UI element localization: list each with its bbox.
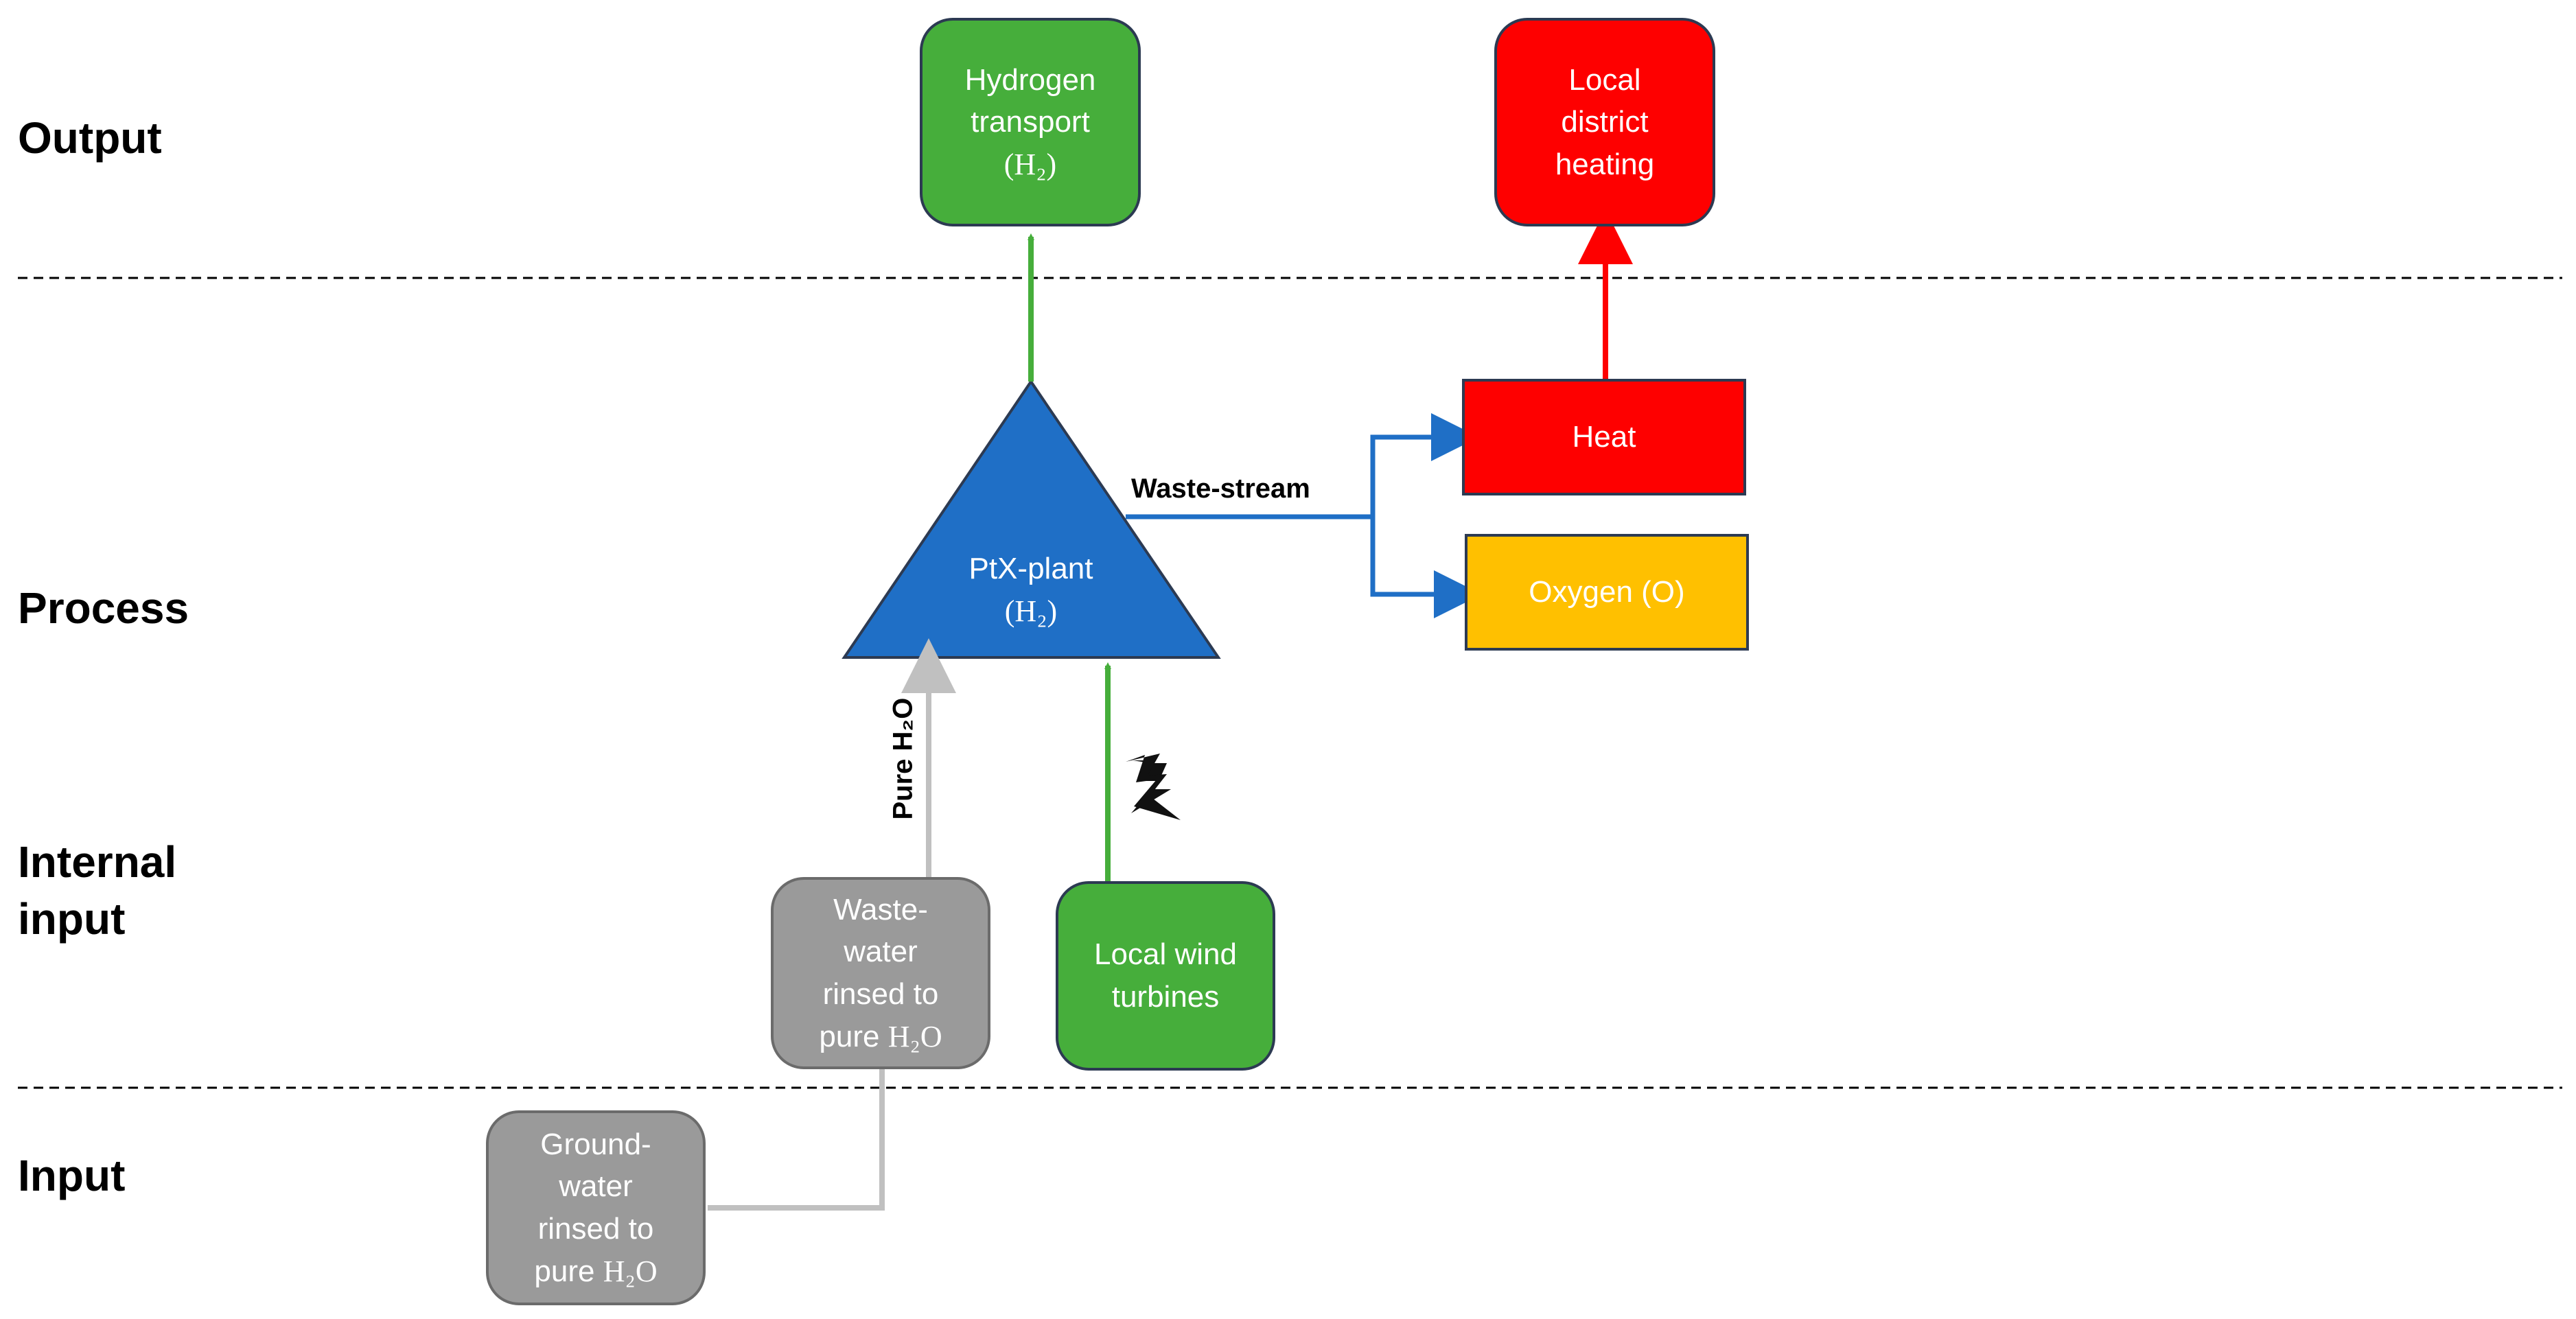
flow-line-ground-water — [708, 1068, 885, 1211]
ground-water-formula: H₂O — [603, 1254, 658, 1288]
oxygen-box: Oxygen (O) — [1465, 534, 1749, 651]
ptx-plant-label: PtX-plant — [968, 552, 1093, 586]
waste-water-label: Waste- water rinsed to pure — [819, 892, 939, 1053]
pure-water-label: Pure H₂O — [887, 697, 918, 820]
district-heating-box: Local district heating — [1494, 18, 1715, 226]
waste-water-box: Waste- water rinsed to pure H₂O — [771, 877, 990, 1069]
row-label-internal-input: Internal input — [18, 837, 177, 944]
flow-arrow-to-oxygen — [1370, 517, 1482, 618]
wind-turbines-label: Local wind turbines — [1094, 937, 1237, 1014]
heat-label: Heat — [1572, 420, 1636, 454]
ground-water-label: Ground- water rinsed to pure — [534, 1127, 654, 1288]
oxygen-label: Oxygen (O) — [1529, 575, 1685, 609]
lightning-bolt-icon — [1126, 754, 1181, 820]
row-label-output: Output — [18, 113, 162, 163]
wind-turbines-box: Local wind turbines — [1056, 881, 1275, 1071]
waste-stream-label: Waste-stream — [1131, 474, 1310, 504]
heat-box: Heat — [1462, 379, 1746, 495]
district-heating-label: Local district heating — [1555, 62, 1655, 181]
ptx-plant-label-group: PtX-plant (H₂) — [913, 535, 1149, 645]
ptx-plant-triangle — [842, 379, 1221, 659]
hydrogen-transport-formula: (H₂) — [1003, 147, 1057, 181]
hydrogen-transport-label: Hydrogen transport — [964, 62, 1096, 139]
ground-water-box: Ground- water rinsed to pure H₂O — [486, 1110, 706, 1305]
hydrogen-transport-box: Hydrogen transport (H₂) — [920, 18, 1141, 226]
row-label-input: Input — [18, 1151, 126, 1200]
row-label-process: Process — [18, 583, 189, 633]
ptx-plant-formula: (H₂) — [1004, 594, 1058, 628]
waste-water-formula: H₂O — [887, 1019, 942, 1053]
flow-arrow-to-heat — [1370, 413, 1479, 517]
